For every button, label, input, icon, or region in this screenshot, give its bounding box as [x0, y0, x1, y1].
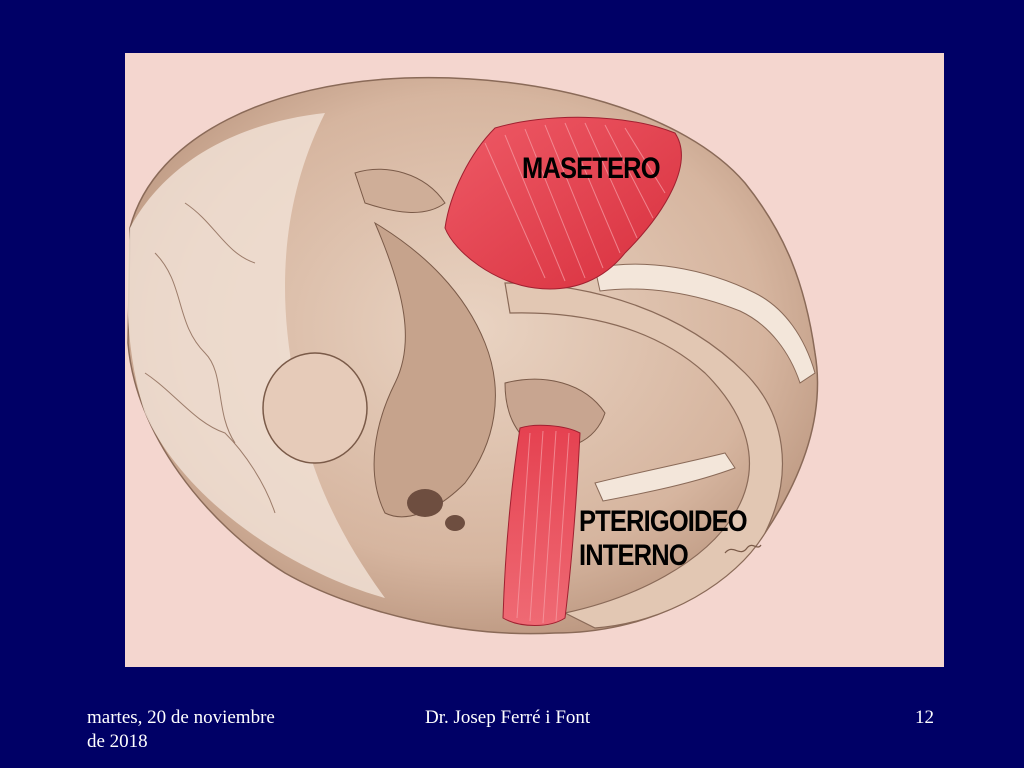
- artist-signature: [724, 544, 762, 554]
- skull-drawing: [127, 76, 819, 635]
- skull-anatomy-illustration: [125, 53, 944, 667]
- mandible: [504, 282, 783, 629]
- label-pterigoideo-interno: PTERIGOIDEO INTERNO: [579, 505, 748, 573]
- foramen-magnum: [262, 352, 368, 464]
- label-masetero: MASETERO: [522, 152, 661, 185]
- footer-author: Dr. Josep Ferré i Font: [425, 707, 591, 728]
- teeth: [594, 263, 816, 502]
- footer-date: martes, 20 de noviembre de 2018: [87, 707, 275, 752]
- masseter-muscle: [444, 116, 682, 290]
- label-pterigoideo-line2: INTERNO: [579, 539, 689, 572]
- footer-page-number: 12: [915, 707, 934, 728]
- internal-pterygoid-muscle: [502, 424, 581, 626]
- label-pterigoideo-line1: PTERIGOIDEO: [579, 505, 748, 538]
